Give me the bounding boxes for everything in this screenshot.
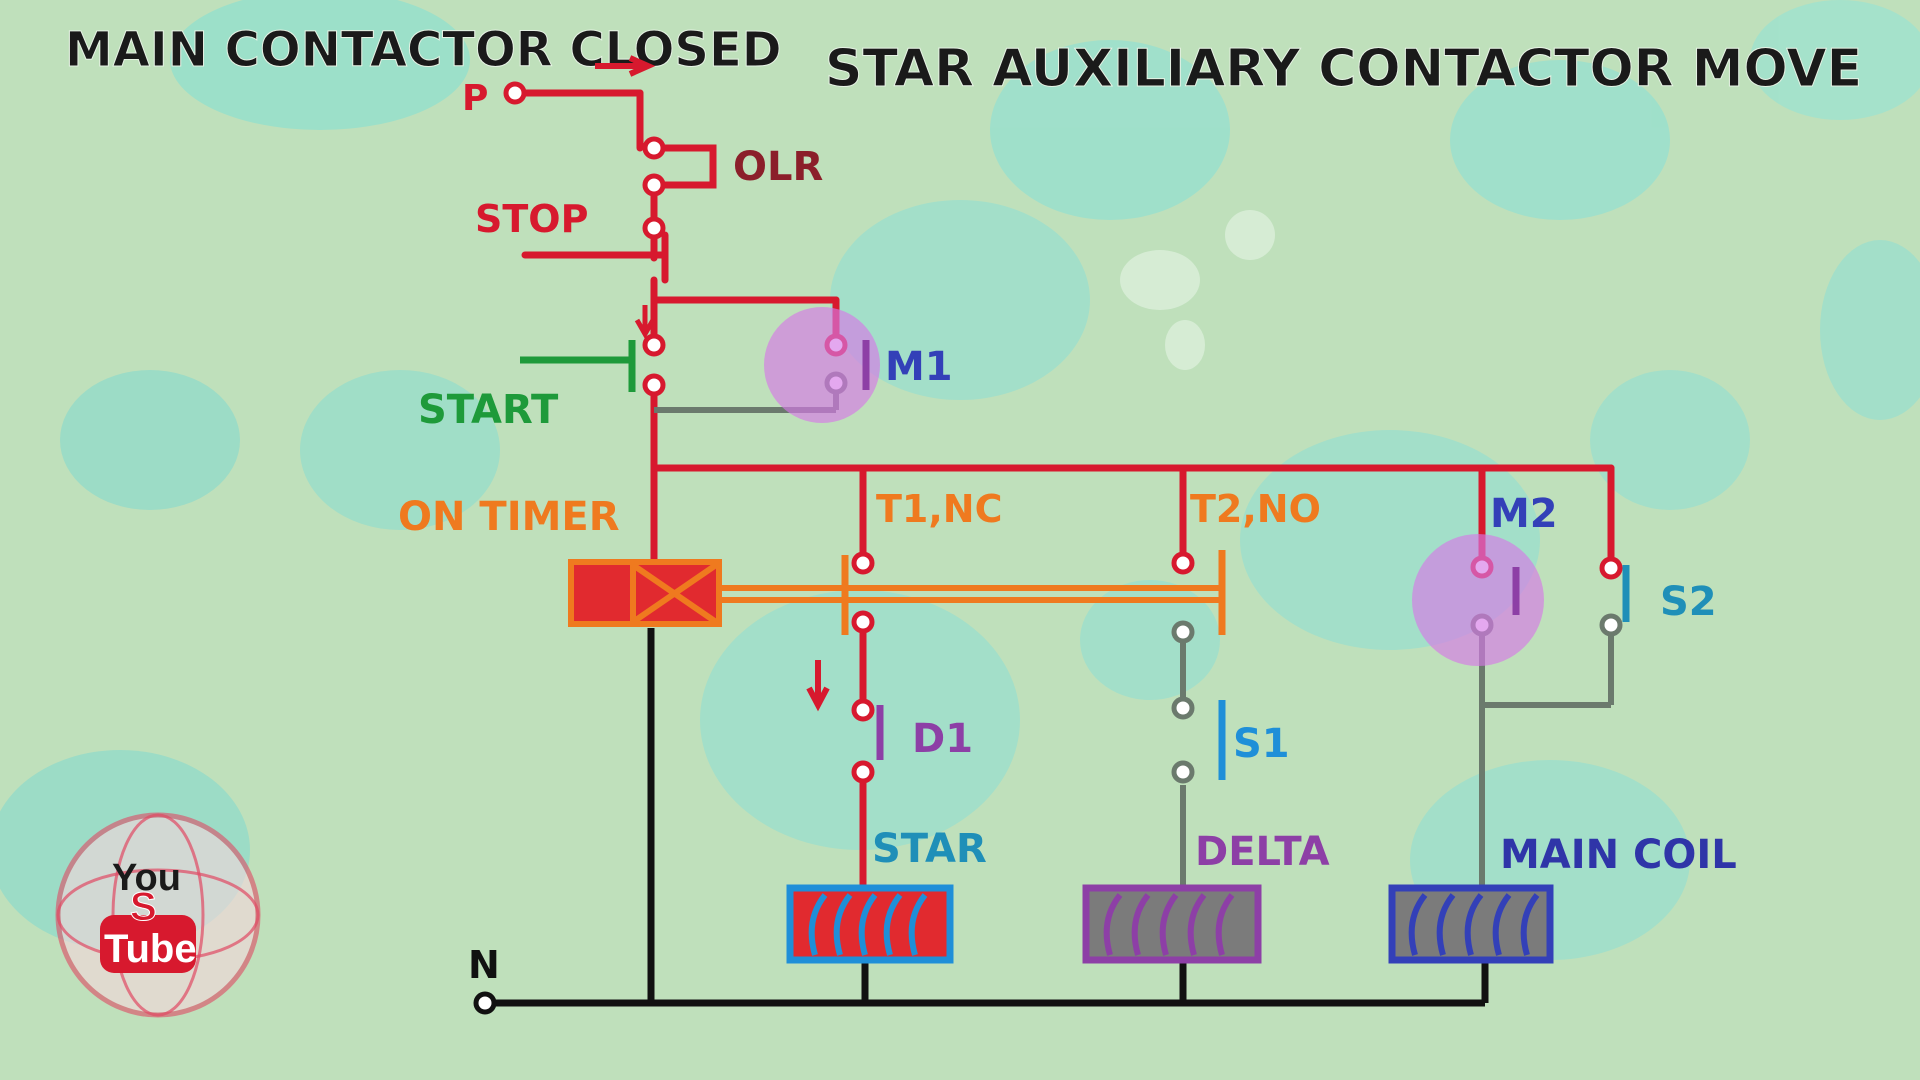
logo-you: You (112, 857, 181, 899)
label-d1: D1 (912, 716, 973, 762)
header-left: MAIN CONTACTOR CLOSED (65, 22, 782, 78)
channel-logo: You Tube S (55, 812, 261, 1018)
arrow-down-icon (634, 305, 656, 340)
label-stop: STOP (475, 197, 588, 241)
start-button (520, 305, 656, 392)
main-coil (1388, 884, 1554, 964)
on-timer-coil (568, 559, 722, 627)
m2-highlight (1412, 534, 1544, 666)
p-terminal (503, 81, 527, 105)
label-m1: M1 (885, 344, 953, 390)
background-pattern (0, 0, 1920, 960)
label-t1: T1,NC (876, 487, 1003, 531)
label-s1: S1 (1233, 721, 1290, 767)
olr-contact (654, 144, 717, 189)
label-start: START (418, 387, 559, 433)
label-p: P (462, 78, 488, 119)
neutral-wiring (485, 628, 1489, 1007)
logo-tube: Tube (104, 927, 197, 971)
label-t2: T2,NO (1190, 487, 1321, 531)
label-delta: DELTA (1195, 829, 1330, 875)
arrow-down-icon (806, 660, 830, 712)
label-olr: OLR (733, 144, 823, 190)
header-right: STAR AUXILIARY CONTACTOR MOVE (825, 39, 1862, 99)
m1-highlight (764, 307, 880, 423)
header-arrow-icon (595, 55, 656, 77)
label-m2: M2 (1490, 491, 1558, 537)
label-main-coil: MAIN COIL (1500, 832, 1737, 878)
timer-link (719, 550, 1226, 635)
star-coil (786, 884, 954, 964)
delta-coil (1082, 884, 1262, 964)
label-on-timer: ON TIMER (398, 494, 620, 540)
label-star: STAR (872, 826, 987, 872)
logo-s: S (130, 885, 157, 929)
neutral-terminal (473, 991, 497, 1015)
label-s2: S2 (1660, 579, 1717, 625)
label-n: N (468, 943, 500, 987)
